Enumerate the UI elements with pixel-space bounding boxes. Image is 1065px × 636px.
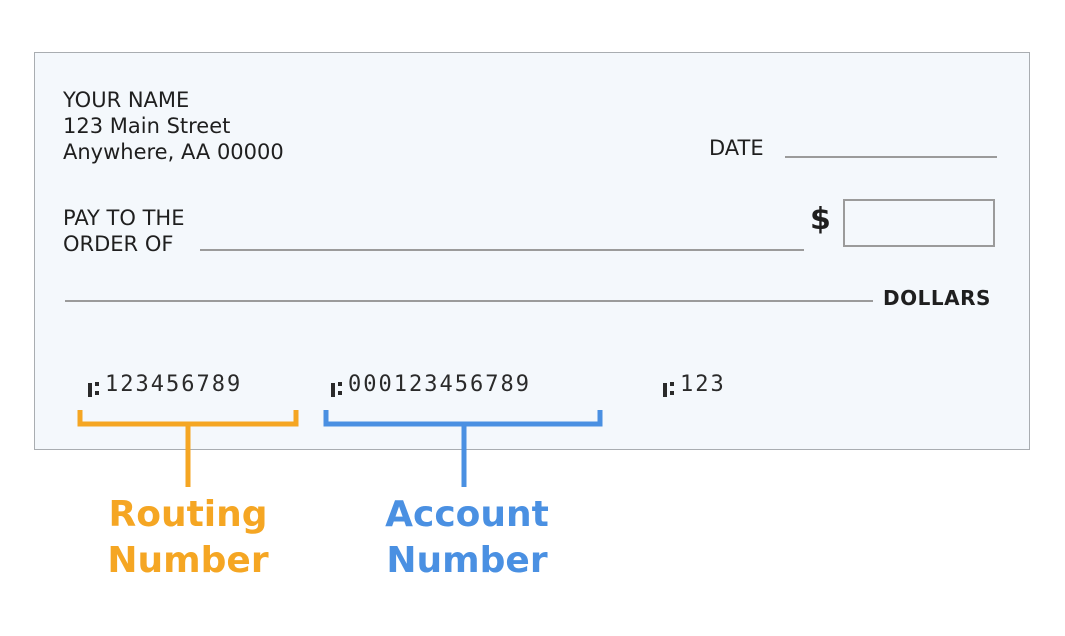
account-number: 000123456789 bbox=[348, 372, 531, 397]
micr-onus-symbol bbox=[331, 375, 344, 397]
pay-to-label-line1: PAY TO THE bbox=[63, 206, 185, 230]
dollars-label: DOLLARS bbox=[883, 286, 991, 310]
payer-city: Anywhere, AA 00000 bbox=[63, 140, 284, 164]
micr-onus-symbol bbox=[663, 375, 676, 397]
account-number-label: Account Number bbox=[357, 492, 577, 584]
routing-label-line2: Number bbox=[107, 540, 269, 581]
payer-street: 123 Main Street bbox=[63, 114, 231, 138]
check-number: 123 bbox=[680, 372, 726, 397]
account-label-line1: Account bbox=[385, 494, 549, 535]
account-bracket bbox=[323, 410, 603, 487]
routing-number-label: Routing Number bbox=[88, 492, 288, 584]
date-label: DATE bbox=[709, 136, 764, 160]
routing-label-line1: Routing bbox=[108, 494, 268, 535]
micr-transit-symbol bbox=[88, 375, 101, 397]
date-line bbox=[785, 156, 997, 158]
micr-account: 000123456789 bbox=[331, 373, 531, 397]
routing-bracket bbox=[77, 410, 299, 487]
dollar-sign: $ bbox=[810, 202, 831, 237]
micr-routing: 123456789 bbox=[88, 373, 242, 397]
micr-check-number: 123 bbox=[663, 373, 726, 397]
check: YOUR NAME 123 Main Street Anywhere, AA 0… bbox=[34, 52, 1030, 450]
payer-name: YOUR NAME bbox=[63, 88, 190, 112]
amount-words-line bbox=[65, 300, 873, 302]
payee-line bbox=[200, 249, 804, 251]
amount-box bbox=[843, 199, 995, 247]
routing-number: 123456789 bbox=[105, 372, 243, 397]
account-label-line2: Number bbox=[386, 540, 548, 581]
pay-to-label-line2: ORDER OF bbox=[63, 232, 174, 256]
